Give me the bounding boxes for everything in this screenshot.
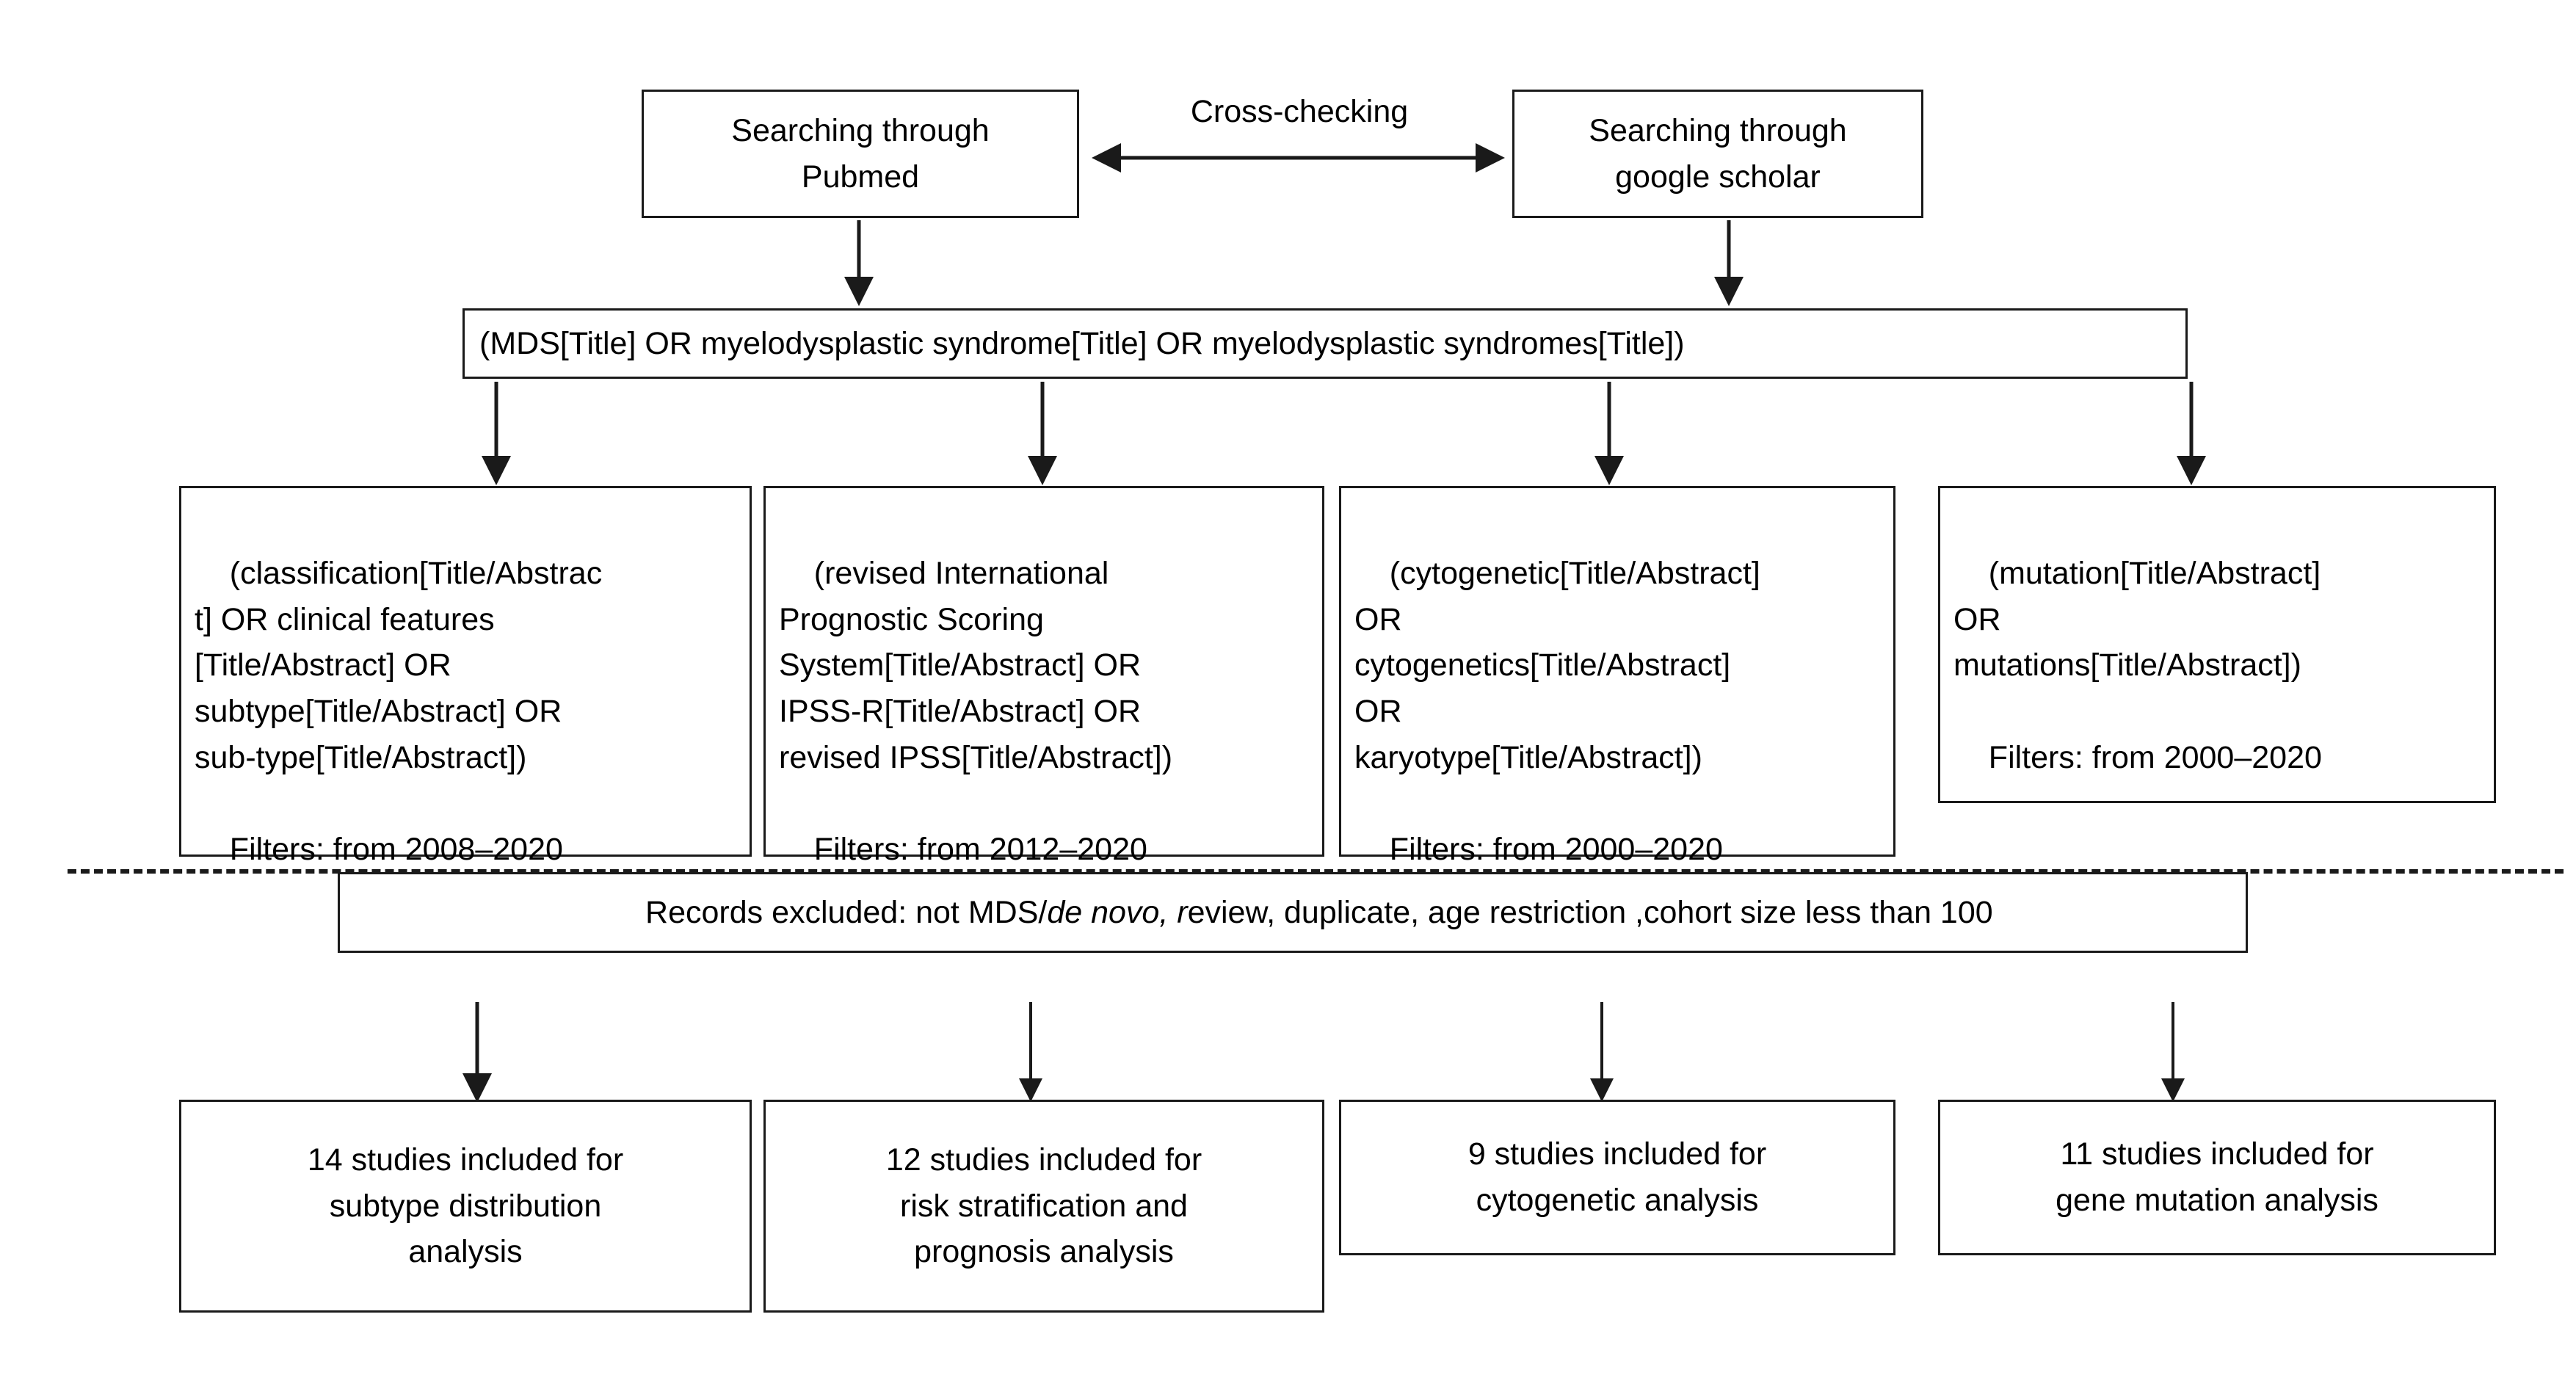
criteria-box-cytogenetic: (cytogenetic[Title/Abstract] OR cytogene… [1339, 486, 1895, 867]
criteria-query-cytogenetic: (cytogenetic[Title/Abstract] OR cytogene… [1354, 555, 1760, 775]
records-excluded-prefix: Records excluded: not MDS/ [645, 894, 1048, 930]
criteria-filters-cytogenetic: Filters: from 2000–2020 [1389, 832, 1723, 868]
result-box-cytogenetic: 9 studies included for cytogenetic analy… [1339, 1100, 1895, 1255]
criteria-filters-classification: Filters: from 2008–2020 [229, 832, 563, 868]
records-excluded-text: Records excluded: not MDS/de novo, revie… [592, 843, 1993, 981]
records-excluded-suffix: eview, duplicate, age restriction ,cohor… [1187, 894, 1993, 930]
base-query-box: (MDS[Title] OR myelodysplastic syndrome[… [462, 308, 2188, 379]
cross-checking-label: Cross-checking [1190, 94, 1409, 129]
result-box-risk-stratification: 12 studies included for risk stratificat… [763, 1100, 1324, 1313]
records-excluded-box: Records excluded: not MDS/de novo, revie… [338, 872, 2248, 953]
records-excluded-italic: de novo, r [1047, 894, 1188, 930]
criteria-query-ipss-r: (revised International Prognostic Scorin… [779, 555, 1173, 775]
source-box-pubmed: Searching through Pubmed [642, 90, 1079, 218]
criteria-box-mutation: (mutation[Title/Abstract] OR mutations[T… [1938, 486, 2496, 803]
criteria-box-ipss-r: (revised International Prognostic Scorin… [763, 486, 1324, 867]
result-box-gene-mutation: 11 studies included for gene mutation an… [1938, 1100, 2496, 1255]
phase-separator-dashed-line [68, 869, 2564, 874]
criteria-query-mutation: (mutation[Title/Abstract] OR mutations[T… [1953, 555, 2321, 683]
criteria-filters-ipss-r: Filters: from 2012–2020 [813, 832, 1147, 868]
result-box-subtype: 14 studies included for subtype distribu… [179, 1100, 752, 1313]
criteria-box-classification: (classification[Title/Abstrac t] OR clin… [179, 486, 752, 867]
criteria-query-classification: (classification[Title/Abstrac t] OR clin… [195, 555, 603, 775]
criteria-filters-mutation: Filters: from 2000–2020 [1988, 739, 2322, 775]
source-box-google-scholar: Searching through google scholar [1512, 90, 1923, 218]
